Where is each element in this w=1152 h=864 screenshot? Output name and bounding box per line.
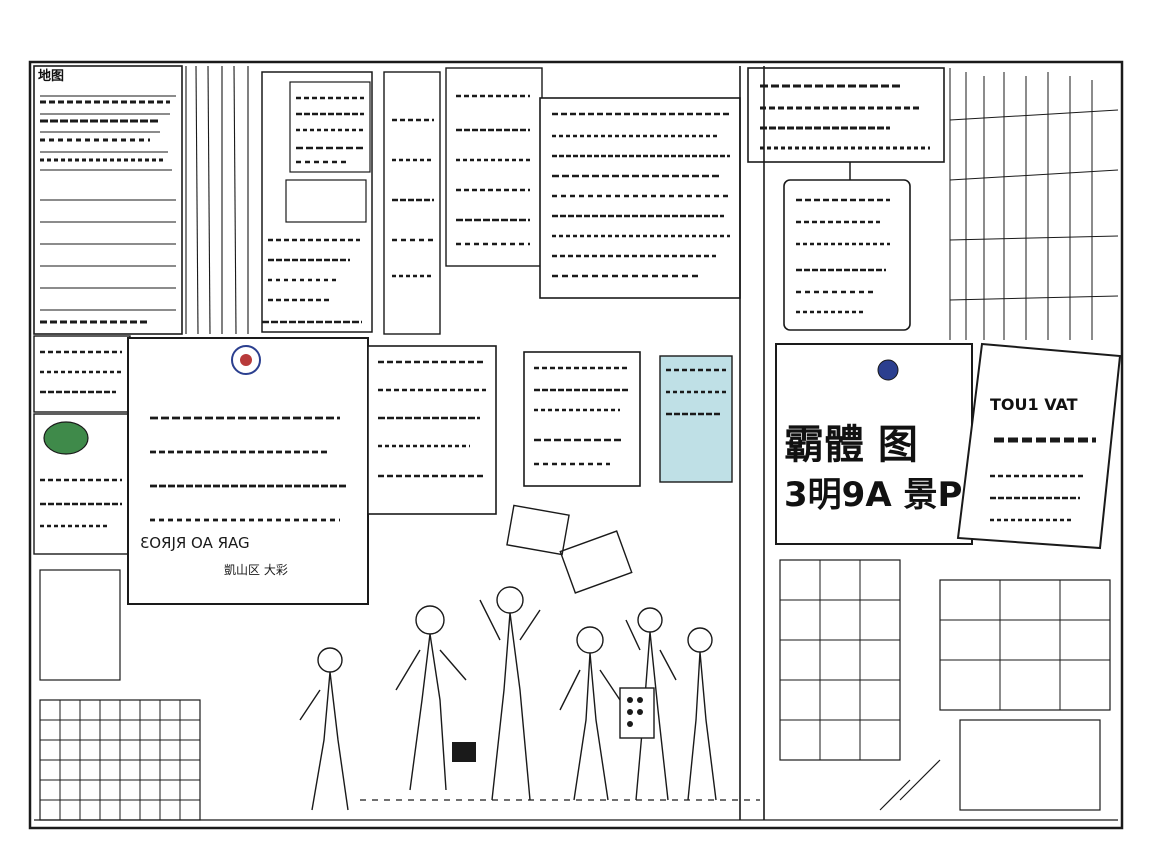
right-street-structures [779,559,1111,811]
top-vertical-stripes [185,65,249,335]
center-teal-poster [523,351,733,487]
top-left-document: 地图 [33,65,183,335]
emblem-icon [231,345,261,375]
ground-line [34,799,1118,821]
center-left-notice-sign: ƐОЯЈЯ OA ЯAG 凱山区 大彩 [127,337,369,605]
crowd-figures [299,504,717,811]
left-shop-shelves [39,569,201,821]
left-small-signs [33,335,131,555]
center-lower-caption: 凱山区 大彩 [224,563,288,577]
center-small-poster [367,345,497,515]
sketch-frame [28,60,1124,830]
right-building-lines [949,68,1119,340]
top-narrow-panels [383,67,543,335]
big-bold-sign: 霸體 图 3明9A 景P [775,343,973,545]
top-left-header: 地图 [38,68,64,84]
right-hanging-sign [783,162,911,331]
big-sign-line-1: 霸體 图 [784,422,918,468]
tall-pole [739,66,765,820]
right-slanted-sign: TOU1 VAT [956,342,1122,550]
green-cabbage-icon [43,421,89,455]
big-sign-line-2: 3明9A 景P [784,475,962,515]
center-notice-line: ƐОЯЈЯ OA ЯAG [140,534,250,552]
crowd-detail-marks [452,697,643,762]
right-sign-line-1: TOU1 VAT [990,395,1078,414]
top-right-header-board [747,67,945,163]
top-form-panel [261,71,373,333]
top-center-notice [539,97,741,299]
